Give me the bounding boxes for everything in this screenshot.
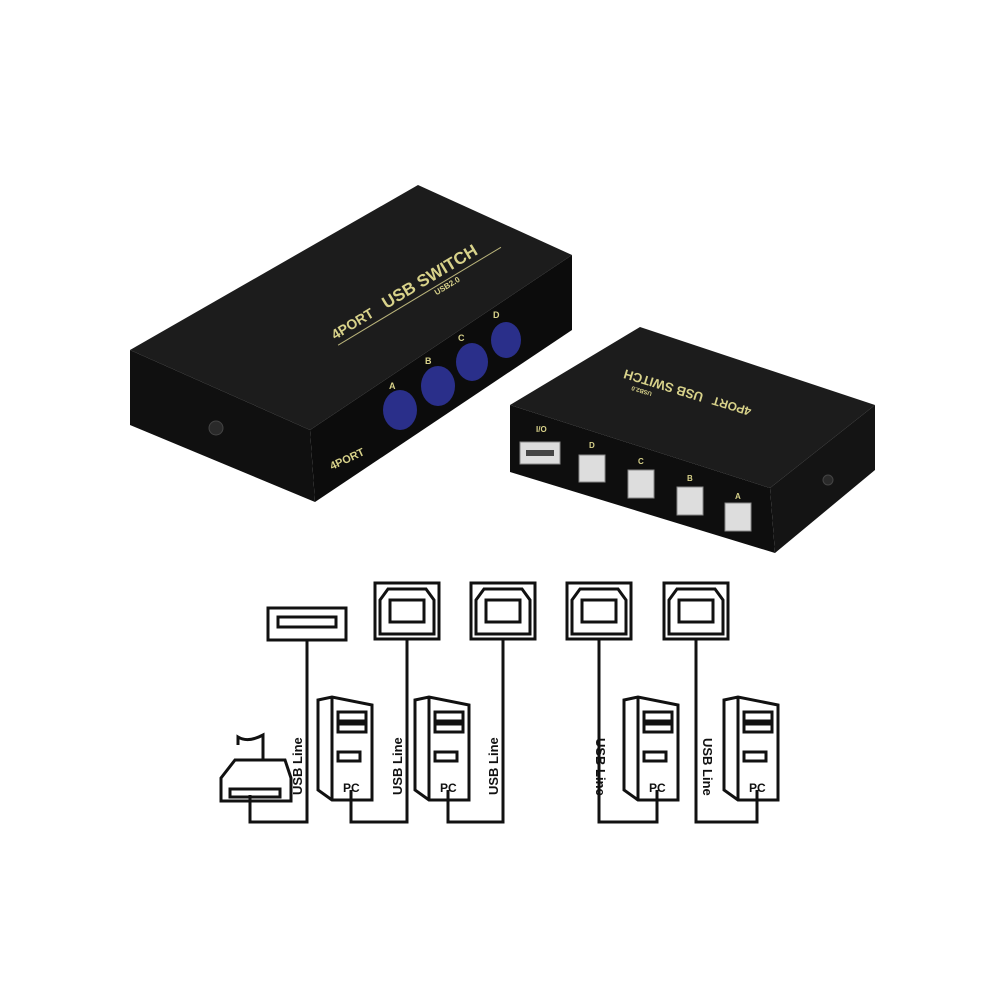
- pc-tower-icon: PC: [316, 695, 374, 802]
- switch-top-face: [130, 185, 572, 430]
- usb-b-port-d[interactable]: [578, 454, 606, 483]
- cable-line: [446, 639, 505, 824]
- port-label-a: A: [735, 492, 741, 501]
- button-label-b: B: [425, 356, 432, 366]
- cable-label: USB Line: [593, 738, 608, 796]
- switch-top-face: [510, 327, 875, 488]
- switch-side-face: [770, 405, 875, 553]
- pc-tower-icon: PC: [413, 695, 471, 802]
- usb-b-port-b[interactable]: [676, 486, 704, 516]
- cable-label: USB Line: [390, 737, 405, 795]
- pc-label: PC: [649, 781, 666, 795]
- cable-label: USB Line: [486, 737, 501, 795]
- button-d[interactable]: [491, 322, 521, 358]
- button-label-c: C: [458, 333, 465, 343]
- switch-buttons: A B C D: [383, 310, 521, 430]
- button-label-a: A: [389, 381, 396, 391]
- cable-line: [694, 639, 759, 824]
- usb-b-port-icons: [373, 581, 730, 641]
- cable-line: [349, 639, 409, 824]
- port-label-b: B: [687, 474, 693, 483]
- usb-a-port-icon: [266, 606, 348, 642]
- pc-label: PC: [343, 781, 360, 795]
- usb-b-port-a[interactable]: [724, 502, 752, 532]
- usb-b-port-icon: [662, 581, 730, 641]
- pc-tower-icon: PC: [722, 695, 780, 802]
- usb-b-port-icon: [373, 581, 441, 641]
- cable-label: USB Line: [700, 738, 715, 796]
- connection-diagram: PC PC PC PC USB Line USB Line USB Line U…: [219, 581, 780, 824]
- pc-tower-icon: PC: [622, 695, 680, 802]
- port-label-c: C: [638, 457, 644, 466]
- cable-label: USB Line: [290, 737, 305, 795]
- screw-icon: [822, 474, 834, 486]
- usb-switch-port-view: 4PORT USB SWITCH USB2.0 I/O D C B A: [510, 327, 875, 553]
- pc-label: PC: [749, 781, 766, 795]
- cable-line: [597, 639, 659, 824]
- button-c[interactable]: [456, 343, 488, 381]
- button-a[interactable]: [383, 390, 417, 430]
- screw-icon: [208, 420, 224, 436]
- usb-b-port-icon: [469, 581, 537, 641]
- usb-switch-top-view: 4PORT USB SWITCH USB2.0 4PORT A B C D: [130, 185, 572, 502]
- port-label-d: D: [589, 441, 595, 450]
- printer-icon: [219, 732, 293, 803]
- port-label-io: I/O: [536, 425, 547, 434]
- usb-b-port-icon: [565, 581, 633, 641]
- button-label-d: D: [493, 310, 500, 320]
- usb-b-port-c[interactable]: [627, 469, 655, 499]
- cable-line: [248, 640, 309, 824]
- button-b[interactable]: [421, 366, 455, 406]
- pc-label: PC: [440, 781, 457, 795]
